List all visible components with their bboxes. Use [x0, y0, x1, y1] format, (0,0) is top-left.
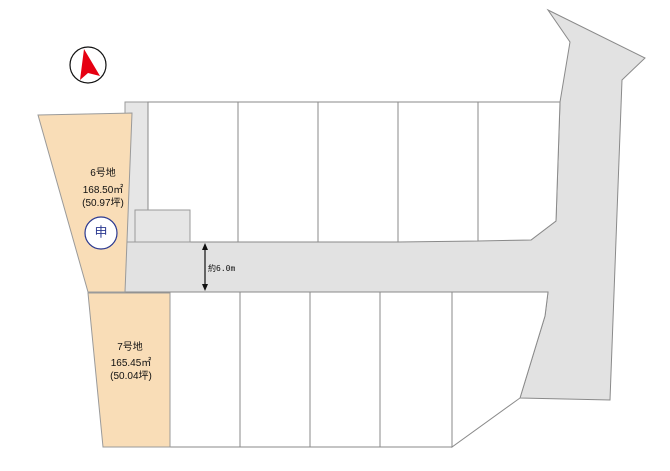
application-stamp: 申	[84, 216, 118, 250]
lot-6-area: 168.50㎡	[83, 184, 124, 196]
bottom-lot-1[interactable]	[169, 291, 241, 448]
lot-7-area: 165.45㎡	[111, 357, 152, 369]
small-structure	[134, 209, 191, 243]
bottom-lot-2[interactable]	[239, 291, 311, 448]
bottom-lot-3[interactable]	[309, 291, 381, 448]
bottom-lot-5[interactable]	[451, 291, 549, 448]
arrow-down-icon	[202, 284, 208, 291]
stamp-circle	[84, 216, 118, 250]
lot-6-name: 6号地	[90, 166, 116, 179]
lot-7-tsubo: (50.04坪)	[110, 369, 152, 382]
north-arrow-pointer	[80, 49, 100, 80]
top-lot-3[interactable]	[317, 101, 399, 243]
road-width-label: 約6.0m	[208, 263, 235, 273]
stamp-text: 申	[94, 226, 107, 241]
arrow-up-icon	[202, 243, 208, 250]
lot-7[interactable]	[87, 292, 171, 448]
top-lot-5[interactable]	[477, 101, 561, 242]
bottom-lot-4[interactable]	[379, 291, 453, 448]
road-width-dimension: 約6.0m	[202, 243, 235, 291]
top-lot-2[interactable]	[237, 101, 319, 243]
lot-7-name: 7号地	[117, 340, 143, 353]
lot-6-tsubo: (50.97坪)	[82, 196, 124, 209]
north-arrow-icon	[69, 46, 107, 84]
top-lot-4[interactable]	[397, 101, 479, 243]
